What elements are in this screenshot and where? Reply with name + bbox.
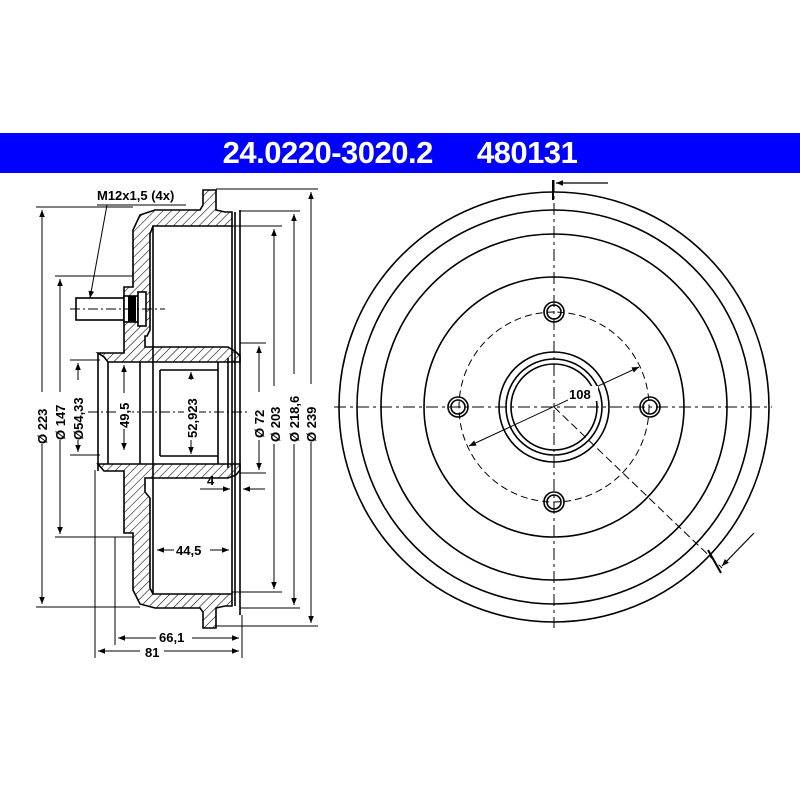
thread-callout: M12x1,5 (4x) bbox=[88, 188, 186, 299]
dim-d54-33: Ø54,33 bbox=[71, 397, 86, 440]
dim-d72: Ø 72 bbox=[252, 410, 267, 438]
reference-number: 480131 bbox=[476, 135, 578, 170]
dim-d147: Ø 147 bbox=[53, 405, 68, 440]
dim-4: 4 bbox=[207, 473, 215, 488]
section-marker-top bbox=[552, 180, 608, 200]
dim-44-5: 44,5 bbox=[176, 543, 201, 558]
bottom-dimension-labels: 66,1 81 bbox=[140, 630, 192, 660]
dim-d239: Ø 239 bbox=[304, 407, 319, 442]
section-marker-bottom bbox=[707, 532, 755, 574]
dim-d223: Ø 223 bbox=[35, 409, 50, 444]
dim-d203: Ø 203 bbox=[268, 407, 283, 442]
title-banner: 24.0220-3020.2 480131 bbox=[0, 133, 800, 173]
thread-label: M12x1,5 (4x) bbox=[97, 188, 174, 203]
dim-66-1: 66,1 bbox=[159, 630, 184, 645]
right-dimension-labels: Ø 72 Ø 203 Ø 218,6 Ø 239 bbox=[252, 374, 319, 444]
left-dimension-labels: Ø 223 Ø 147 Ø54,33 bbox=[34, 380, 86, 444]
pitch-diameter-dimension bbox=[468, 366, 640, 447]
part-number: 24.0220-3020.2 bbox=[222, 135, 434, 170]
dim-81: 81 bbox=[145, 645, 159, 660]
section-view bbox=[70, 189, 250, 629]
inner-dimension-labels: 49,5 52,923 44,5 4 bbox=[117, 380, 215, 558]
dim-52-923: 52,923 bbox=[185, 398, 200, 438]
front-view bbox=[334, 180, 772, 628]
dim-d218-6: Ø 218,6 bbox=[287, 396, 302, 442]
dim-49-5: 49,5 bbox=[117, 403, 132, 428]
dim-108: 108 bbox=[569, 387, 591, 402]
drum-section-lower bbox=[96, 463, 241, 629]
